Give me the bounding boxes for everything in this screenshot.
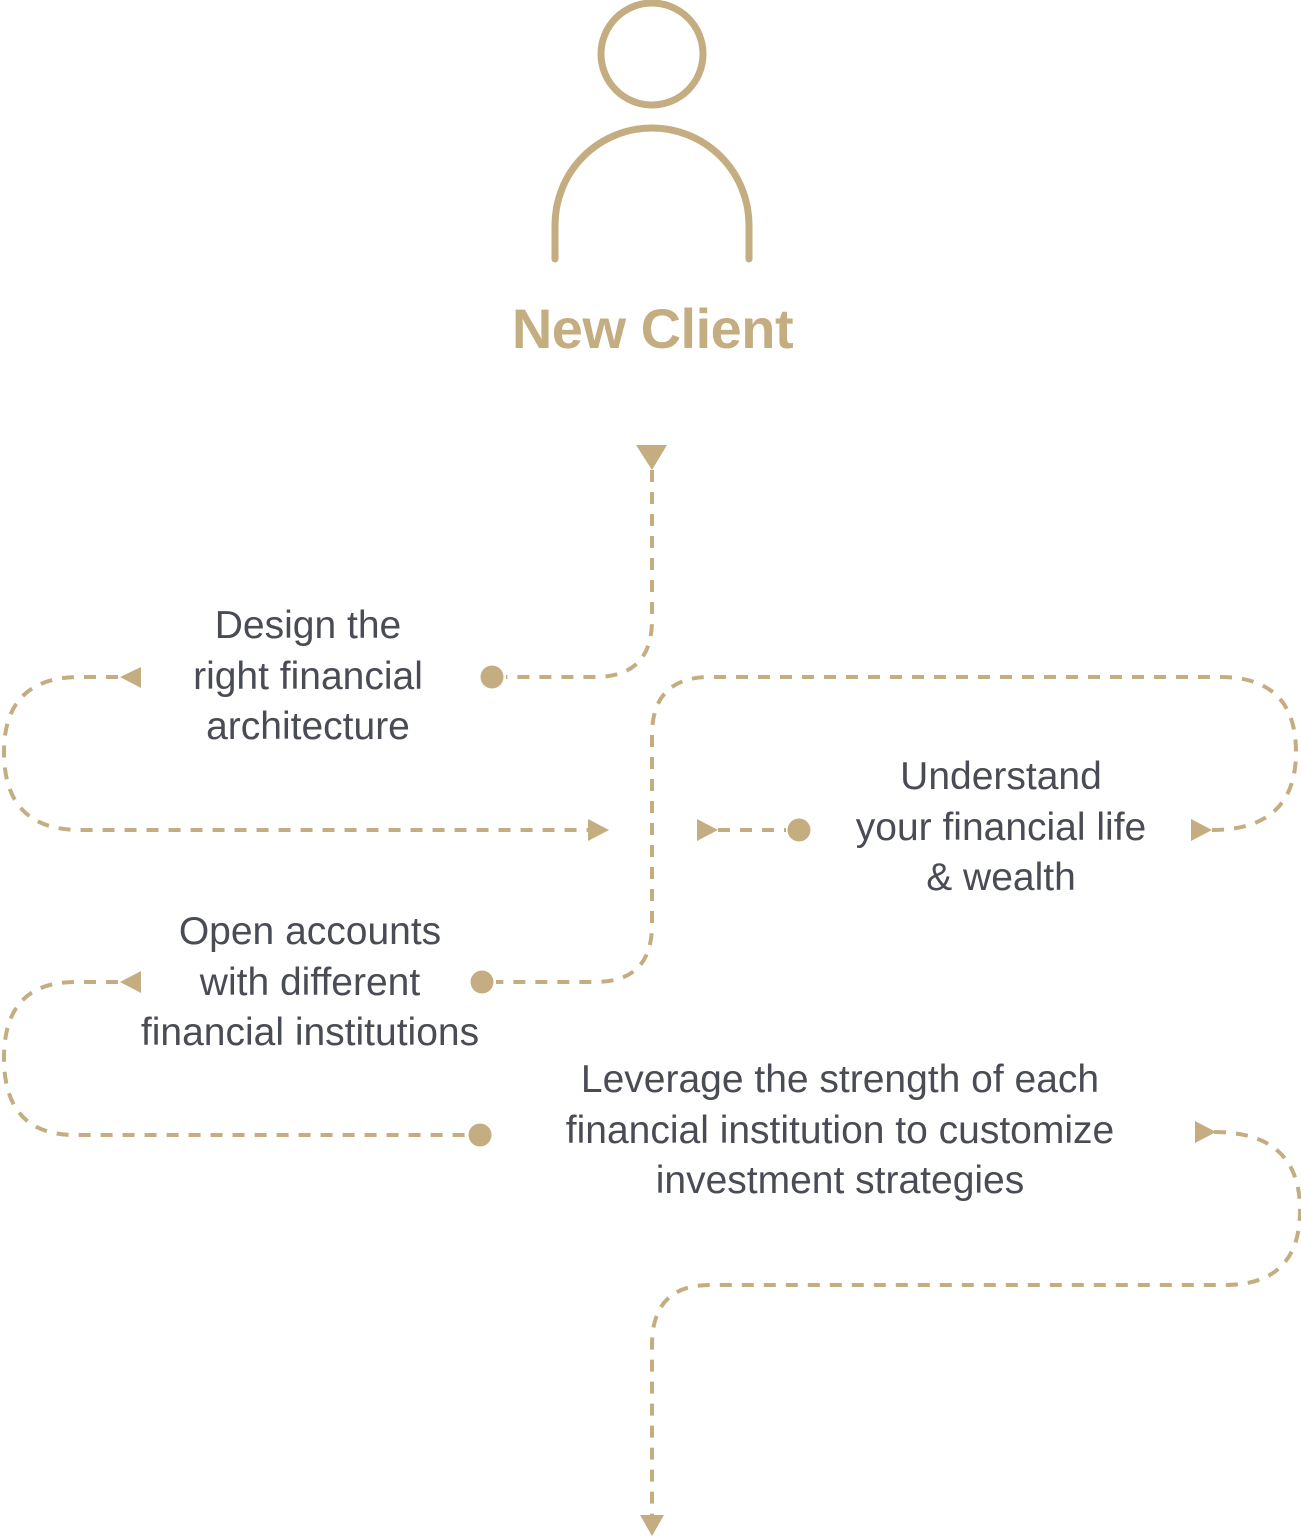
step-line: investment strategies [655, 1159, 1025, 1202]
arrow-left-icon [120, 667, 141, 688]
step-line: right financial [193, 654, 423, 698]
step-line: financial institution to customize [565, 1108, 1115, 1152]
arrow-right-icon [1195, 1121, 1216, 1143]
step-line: & wealth [926, 856, 1076, 899]
path-segment-open-loop [1, 980, 466, 1137]
arrow-right-icon [588, 819, 609, 841]
path-segment-design-loop [1, 675, 588, 832]
step-dot-open [470, 970, 494, 994]
step-line: with different [199, 960, 421, 1004]
step-dot-understand [787, 818, 811, 842]
step-line: Open accounts [178, 910, 442, 953]
path-segment-start [506, 470, 654, 679]
person-icon [551, 0, 753, 263]
step-line: Understand [900, 755, 1102, 798]
step-dot-design [480, 665, 504, 689]
step-leverage-label: Leverage the strength of each financial … [520, 1055, 1160, 1207]
step-line: architecture [206, 705, 410, 748]
step-line: your financial life [855, 805, 1147, 849]
step-understand-label: Understand your financial life & wealth [830, 752, 1172, 904]
path-segment-leverage-loop [650, 1130, 1301, 1515]
arrow-right-icon [697, 819, 718, 841]
person-head [597, 0, 707, 109]
step-line: Design the [214, 604, 402, 647]
arrow-right-icon [1191, 819, 1212, 841]
step-dot-leverage [468, 1123, 492, 1147]
arrow-left-icon [120, 971, 141, 993]
step-line: Leverage the strength of each [580, 1058, 1100, 1101]
step-line: financial institutions [140, 1011, 480, 1054]
step-open-accounts-label: Open accounts with different financial i… [110, 907, 510, 1059]
arrow-down-icon [640, 1515, 664, 1536]
page-title: New Client [511, 297, 794, 360]
person-shoulders [551, 124, 753, 263]
step-design-label: Design the right financial architecture [158, 601, 458, 753]
path-segment-understand-loop [496, 675, 1299, 984]
arrow-down-icon [636, 445, 667, 470]
